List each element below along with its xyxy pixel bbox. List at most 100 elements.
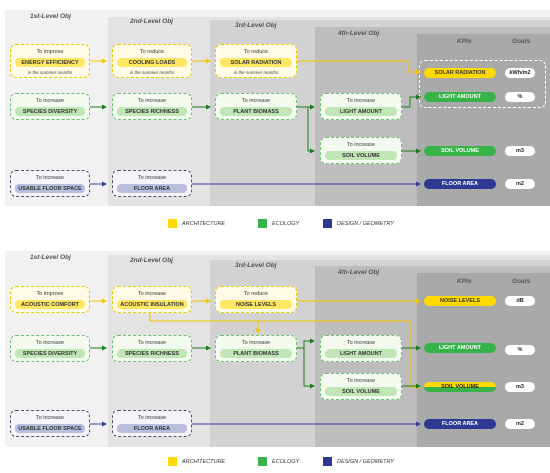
kpis-label: KPIs: [457, 278, 472, 285]
node-label: SOIL VOLUME: [325, 387, 397, 396]
connector-lines: [90, 58, 421, 187]
node-verb: To improve: [36, 49, 64, 55]
node-label: ENERGY EFFICIENCY: [15, 58, 85, 67]
node-solar-radiation: To reduce SOLAR RADIATION in the summer …: [215, 44, 297, 78]
link-biomass-light: [297, 338, 315, 349]
legend-label-design: DESIGN / GEOMETRY: [337, 221, 394, 227]
kpis-label: KPIs: [457, 38, 472, 45]
legend-swatch-architecture: [168, 457, 177, 466]
node-floor-area: To increase FLOOR AREA: [112, 170, 192, 197]
node-label: SOIL VOLUME: [325, 151, 397, 160]
legend-swatch-architecture: [168, 219, 177, 228]
node-soil-volume: To increase SOIL VOLUME: [320, 373, 402, 400]
node-light-amount: To increase LIGHT AMOUNT: [320, 335, 402, 362]
node-verb: To increase: [346, 98, 376, 104]
node-verb: To increase: [35, 415, 65, 421]
node-note: in the summer months: [27, 70, 73, 75]
legend-label-architecture: ARCHITECTURE: [182, 221, 226, 227]
legend-swatch-design: [323, 457, 332, 466]
node-verb: To increase: [346, 340, 376, 346]
kpi-noise-levels: NOISE LEVELS: [424, 296, 496, 306]
node-light-amount: To increase LIGHT AMOUNT: [320, 93, 402, 120]
node-label: LIGHT AMOUNT: [325, 107, 397, 116]
level-3-label: 3rd-Level Obj: [235, 22, 277, 29]
goal-unit: %: [505, 92, 535, 102]
node-species-richness: To increase SPECIES RICHNESS: [112, 93, 192, 120]
goal-unit: m2: [505, 179, 535, 189]
level-2-label: 2nd-Level Obj: [130, 18, 173, 25]
level-2-label: 2nd-Level Obj: [130, 257, 173, 264]
node-verb: To increase: [137, 98, 167, 104]
link-light-kpi: [402, 94, 421, 108]
legend-label-design: DESIGN / GEOMETRY: [337, 459, 394, 465]
node-note: in the summer months: [233, 70, 279, 75]
node-verb: To increase: [346, 378, 376, 384]
node-acoustic-comfort: To improve ACOUSTIC COMFORT: [10, 286, 90, 313]
node-verb: To reduce: [243, 49, 269, 55]
node-label: FLOOR AREA: [117, 424, 187, 433]
connector-lines: [90, 298, 421, 427]
node-species-richness: To increase SPECIES RICHNESS: [112, 335, 192, 362]
node-verb: To reduce: [139, 49, 165, 55]
legend-label-ecology: ECOLOGY: [272, 459, 300, 465]
node-label: SPECIES RICHNESS: [117, 107, 187, 116]
node-label: SOLAR RADIATION: [220, 58, 292, 67]
link-biomass-soil: [307, 107, 315, 154]
level-1-label: 1st-Level Obj: [30, 254, 71, 261]
kpi-soil-volume: SOIL VOLUME: [424, 382, 496, 392]
node-verb: To increase: [137, 175, 167, 181]
node-acoustic-insulation: To increase ACOUSTIC INSULATION: [112, 286, 192, 313]
node-note: in the summer months: [129, 70, 175, 75]
goal-unit: %: [505, 345, 535, 355]
node-label: COOLING LOADS: [117, 58, 187, 67]
level-1-label: 1st-Level Obj: [30, 13, 71, 20]
node-verb: To increase: [346, 142, 376, 148]
node-label: LIGHT AMOUNT: [325, 349, 397, 358]
goal-unit: dB: [505, 296, 535, 306]
goal-unit: m3: [505, 382, 535, 392]
node-verb: To increase: [137, 340, 167, 346]
diagram-panel-acoustic: 1st-Level Obj 2nd-Level Obj 3rd-Level Ob…: [0, 241, 550, 473]
legend-swatch-ecology: [258, 219, 267, 228]
node-label: NOISE LEVELS: [220, 300, 292, 309]
node-verb: To increase: [137, 291, 167, 297]
node-species-diversity: To increase SPECIES DIVERSITY: [10, 93, 90, 120]
kpi-solar-radiation: SOLAR RADIATION: [424, 68, 496, 78]
node-noise-levels: To reduce NOISE LEVELS: [215, 286, 297, 313]
level-4-label: 4th-Level Obj: [338, 269, 380, 276]
kpi-goal-group: [419, 60, 546, 108]
kpi-band: [417, 34, 550, 206]
node-cooling-loads: To reduce COOLING LOADS in the summer mo…: [112, 44, 192, 78]
goals-label: Goals: [512, 278, 531, 285]
kpi-floor-area: FLOOR AREA: [424, 419, 496, 429]
node-label: PLANT BIOMASS: [220, 349, 292, 358]
link-biomass-soil: [303, 348, 315, 389]
node-usable-floor-space: To increase USABLE FLOOR SPACE: [10, 170, 90, 197]
node-species-diversity: To increase SPECIES DIVERSITY: [10, 335, 90, 362]
legend-label-ecology: ECOLOGY: [272, 221, 300, 227]
goal-unit: kWh/m2: [505, 68, 535, 78]
node-verb: To increase: [137, 415, 167, 421]
link-insulation-biomass: [149, 309, 261, 334]
node-verb: To increase: [35, 340, 65, 346]
node-verb: To reduce: [243, 291, 269, 297]
node-label: ACOUSTIC COMFORT: [15, 300, 85, 309]
node-label: ACOUSTIC INSULATION: [117, 300, 187, 309]
node-label: SPECIES RICHNESS: [117, 349, 187, 358]
node-label: SPECIES DIVERSITY: [15, 107, 85, 116]
node-label: FLOOR AREA: [117, 184, 187, 193]
link-solar-kpi: [297, 60, 421, 75]
node-plant-biomass: To increase PLANT BIOMASS: [215, 93, 297, 120]
goal-unit: m2: [505, 419, 535, 429]
node-verb: To increase: [241, 340, 271, 346]
level-4-label: 4th-Level Obj: [338, 30, 380, 37]
node-verb: To increase: [35, 98, 65, 104]
node-label: PLANT BIOMASS: [220, 107, 292, 116]
legend-swatch-design: [323, 219, 332, 228]
node-verb: To improve: [36, 291, 64, 297]
node-verb: To increase: [241, 98, 271, 104]
kpi-soil-volume: SOIL VOLUME: [424, 146, 496, 156]
goal-unit: m3: [505, 146, 535, 156]
legend-swatch-ecology: [258, 457, 267, 466]
diagram-panel-solar: 1st-Level Obj 2nd-Level Obj 3rd-Level Ob…: [0, 0, 550, 232]
